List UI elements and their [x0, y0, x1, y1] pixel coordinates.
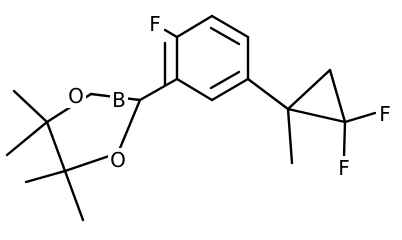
- atom-label-boron: B: [112, 88, 126, 112]
- molecular-structure: F B O O F F: [5, 12, 394, 222]
- label-bg-fluoro-cp-1: [376, 102, 394, 126]
- bond-ring-cyclopropyl: [246, 77, 290, 111]
- label-bg-fluoro-aryl: [146, 12, 164, 36]
- bond-cp-methyl: [286, 107, 294, 165]
- bond-ring-c5-c6: [175, 77, 214, 102]
- bond-ring-c4-c5: [210, 77, 250, 102]
- bond-ring-inner-c4-c5: [209, 70, 241, 90]
- atom-label-fluoro-cp-1: F: [379, 102, 391, 126]
- label-bg-boron: [110, 88, 128, 112]
- bond-cp-cc-ca: [286, 107, 347, 124]
- bond-cp-fluoro-2: [342, 120, 347, 159]
- label-bg-oxygen-lower: [108, 148, 128, 172]
- label-bg-fluoro-cp-2: [335, 156, 353, 180]
- atom-label-oxygen-lower: O: [110, 148, 126, 172]
- bond-ring-inner-c2-c3: [209, 26, 241, 46]
- bond-methyl-upper-1: [12, 89, 49, 124]
- structure-canvas: F B O O F F: [5, 12, 394, 222]
- bond-cp-cb-cc: [328, 68, 347, 124]
- bond-boron-oxygen-lower: [116, 98, 142, 155]
- bond-ring-c1-c2: [175, 14, 214, 39]
- bond-ring-boron: [138, 77, 179, 102]
- bond-quaternary-carbons: [45, 120, 67, 173]
- label-bg-oxygen-upper: [66, 84, 86, 108]
- bond-ring-c2-c3: [210, 14, 250, 39]
- bond-methyl-upper-2: [5, 120, 49, 157]
- bond-methyl-lower-1: [24, 169, 67, 184]
- atom-label-oxygen-upper: O: [68, 84, 84, 108]
- bond-cp-ca-cb: [286, 68, 332, 111]
- bond-ring-fluoro: [163, 28, 179, 39]
- bond-methyl-lower-2: [63, 169, 85, 222]
- atom-label-fluoro-cp-2: F: [338, 156, 350, 180]
- atom-label-fluoro-aryl: F: [149, 12, 161, 36]
- bond-cp-fluoro-1: [343, 111, 377, 124]
